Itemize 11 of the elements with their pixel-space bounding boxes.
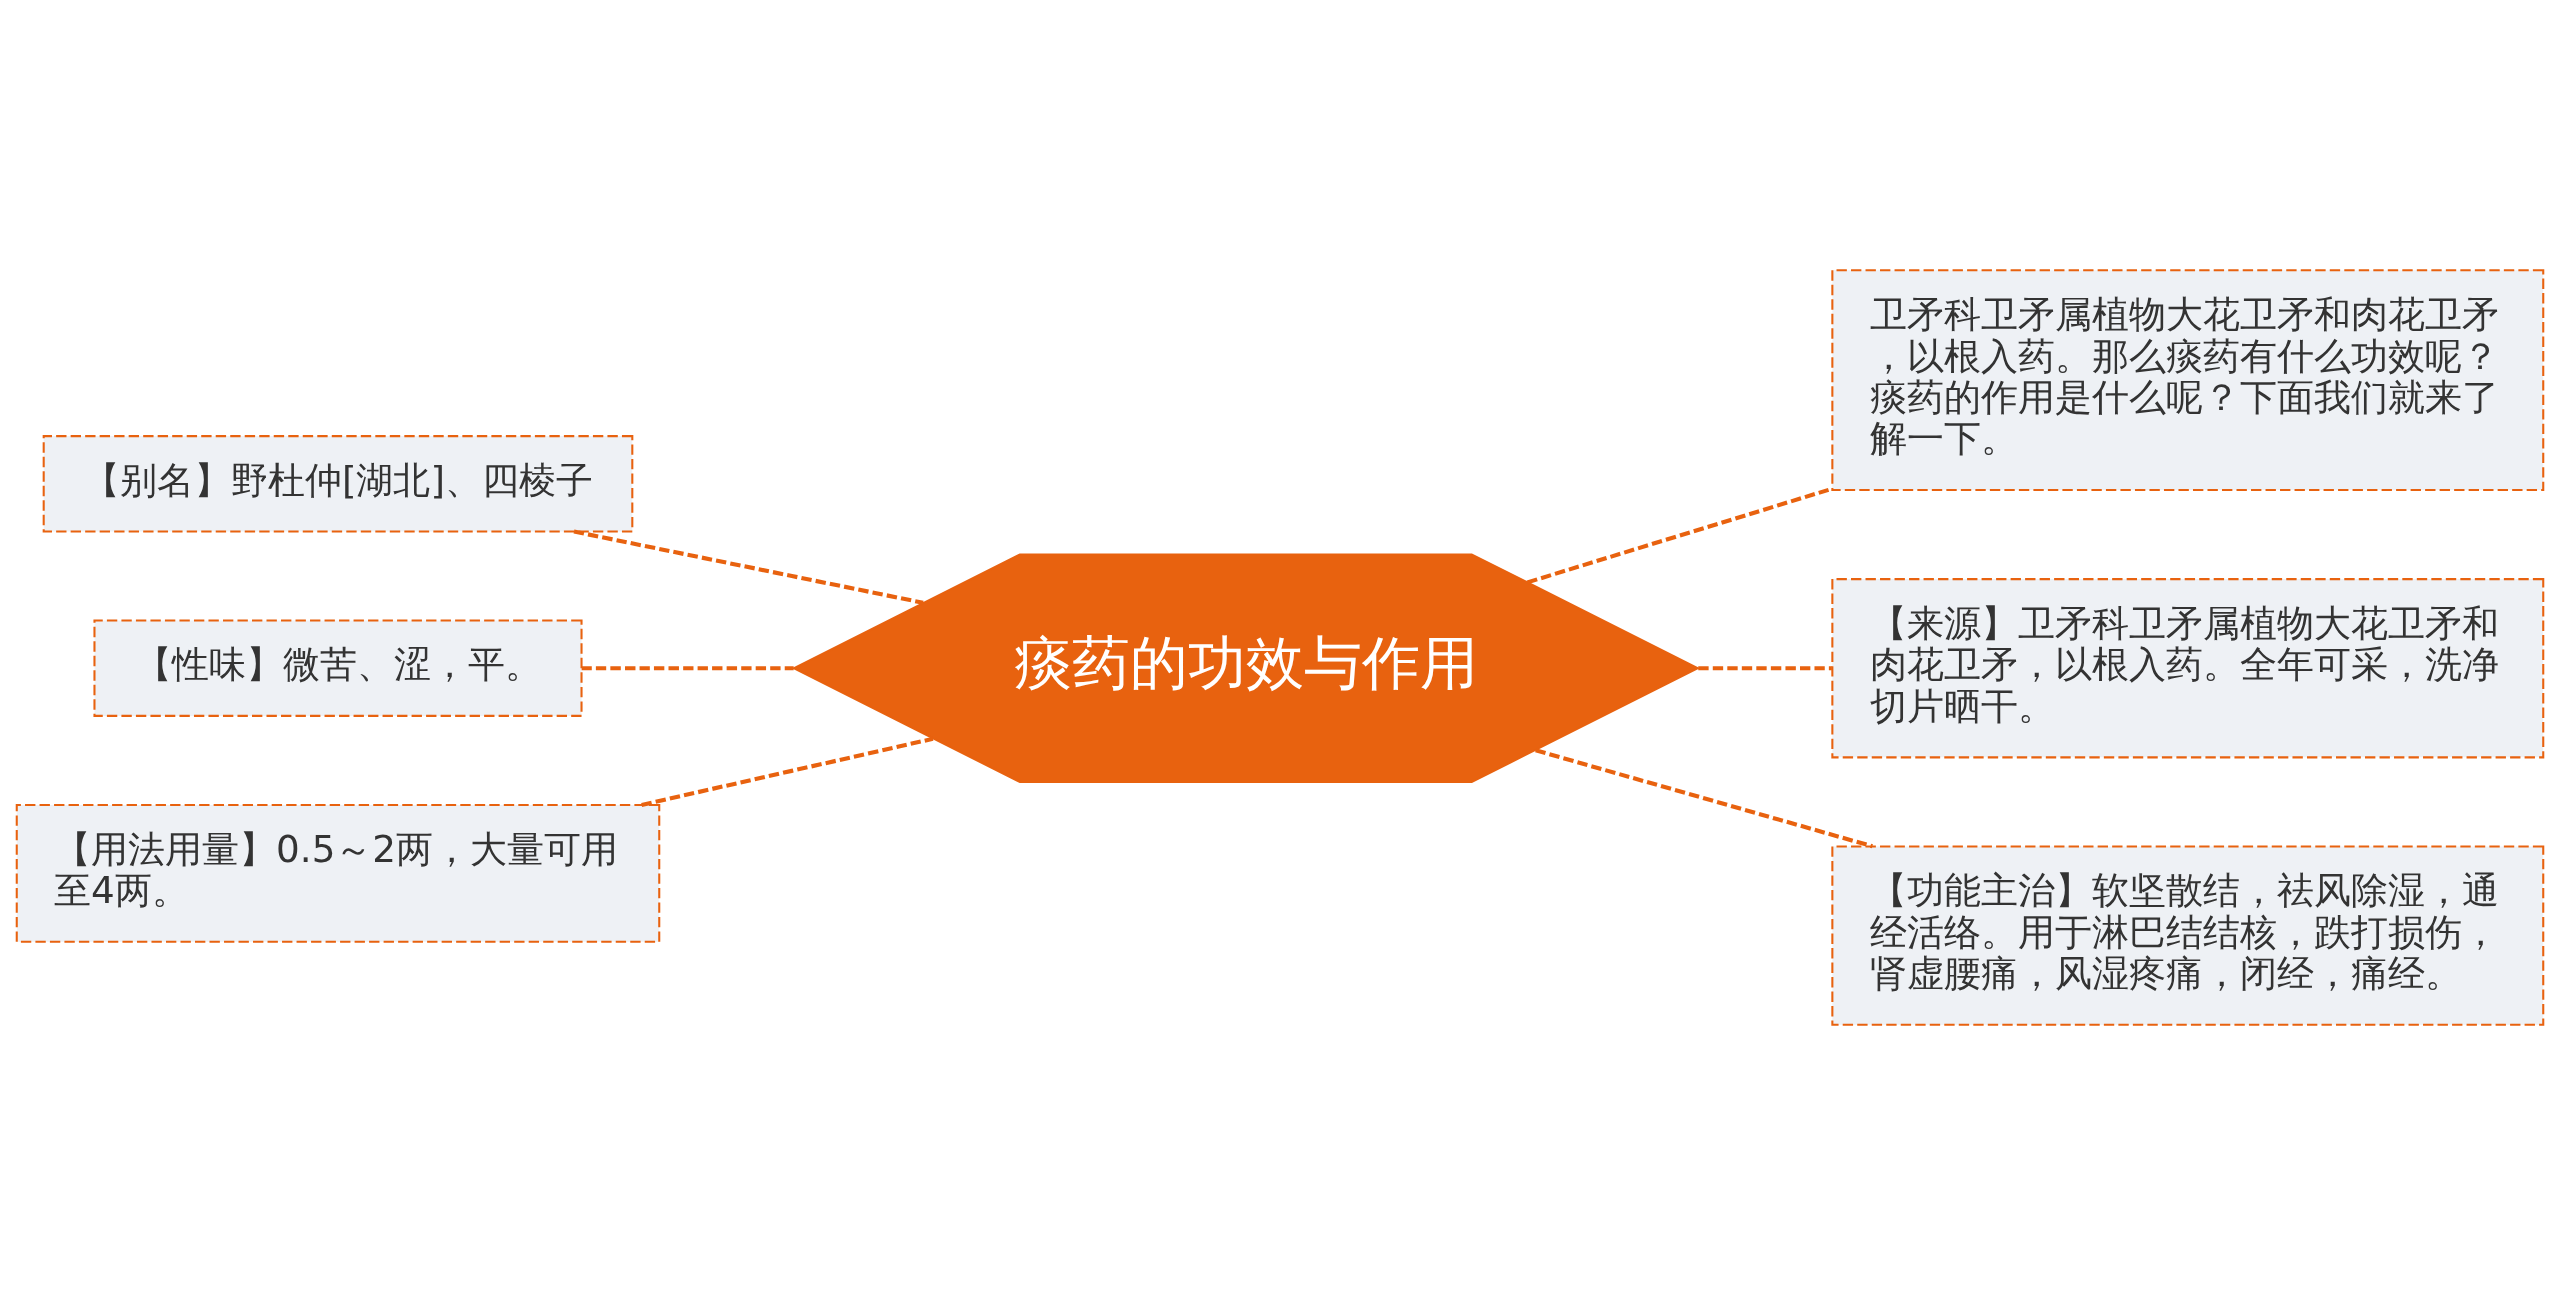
- node-box: 【来源】卫矛科卫矛属植物大花卫矛和肉花卫矛，以根入药。全年可采，洗净切片晒干。: [1831, 578, 2545, 759]
- node-box: 【功能主治】软坚散结，祛风除湿，通经活络。用于淋巴结结核，跌打损伤，肾虚腰痛，风湿疼痛，闭经，痛经。: [1831, 845, 2545, 1026]
- connector: [1535, 748, 1873, 849]
- node-box: 【性味】微苦、涩，平。: [93, 619, 583, 717]
- node-box: 【用法用量】0.5～2两，大量可用至4两。: [15, 804, 661, 943]
- connector: [581, 666, 794, 671]
- connector: [1698, 666, 1832, 671]
- connector: [573, 529, 924, 605]
- connector: [641, 736, 934, 807]
- node-box: 【别名】野杜仲[湖北]、四棱子: [42, 435, 634, 533]
- node-box: 卫矛科卫矛属植物大花卫矛和肉花卫矛，以根入药。那么痰药有什么功效呢？痰药的作用是什么呢？下面我们就来了解一下。: [1831, 269, 2545, 491]
